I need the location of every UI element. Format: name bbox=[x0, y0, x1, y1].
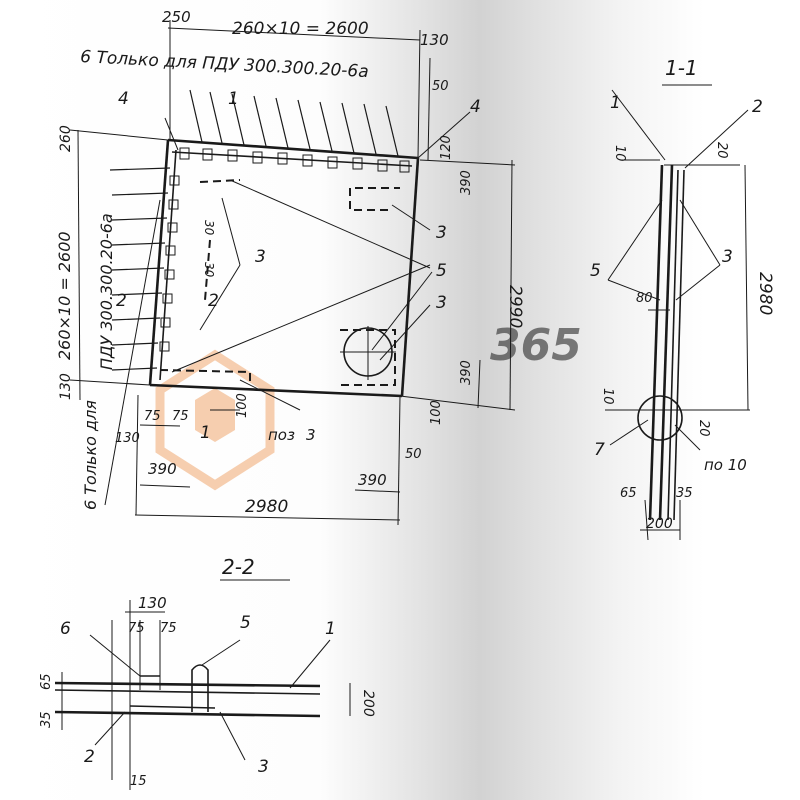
dim-30-a: 30 bbox=[202, 220, 216, 236]
section-2-callout-6: 6 bbox=[60, 619, 71, 639]
section-1-dim-35: 35 bbox=[676, 486, 693, 501]
dim-75-b: 75 bbox=[172, 409, 189, 424]
section-1-callout-1: 1 bbox=[610, 93, 621, 113]
dim-100-bottom: 100 bbox=[235, 393, 250, 418]
callout-5: 5 bbox=[436, 261, 447, 281]
dim-260-left: 260 bbox=[58, 125, 74, 152]
dim-130-bottom: 130 bbox=[115, 431, 140, 446]
section-1-dim-10-top: 10 bbox=[612, 145, 627, 162]
section-1-dim-10-mid: 10 bbox=[600, 388, 615, 405]
dim-75-a: 75 bbox=[144, 409, 161, 424]
section-2-dim-35: 35 bbox=[39, 711, 54, 728]
section-2-dim-130: 130 bbox=[138, 594, 167, 612]
section-2-left: 2 bbox=[116, 291, 127, 311]
section-2-dim-75-a: 75 bbox=[128, 621, 145, 636]
dim-390-bottom-left: 390 bbox=[148, 460, 177, 478]
watermark-text: 365 bbox=[490, 320, 582, 371]
callout-4-left: 4 bbox=[118, 89, 129, 109]
plan-view: 250 260×10 = 2600 130 50 6 Только для ПД… bbox=[55, 8, 525, 526]
section-1-dim-80: 80 bbox=[636, 291, 653, 306]
callout-4-right: 4 bbox=[470, 97, 481, 117]
hatching-top bbox=[189, 89, 399, 157]
section-2-callout-1: 1 bbox=[325, 619, 336, 639]
section-1-1: 1-1 1 2 10 20 5 3 80 2980 10 20 7 по 10 … bbox=[590, 56, 775, 541]
dim-390-right: 390 bbox=[459, 360, 474, 385]
dim-50-bottom: 50 bbox=[405, 447, 422, 462]
section-2-title: 2-2 bbox=[222, 555, 255, 579]
dim-100-right: 100 bbox=[429, 400, 444, 425]
label-poz: поз bbox=[268, 426, 295, 444]
section-2-2: 2-2 130 75 75 6 5 1 65 35 200 2 15 3 bbox=[39, 555, 376, 790]
loops-left bbox=[159, 175, 180, 352]
callout-3-poz: 3 bbox=[306, 426, 316, 444]
dim-top-spacing: 260×10 = 2600 bbox=[232, 19, 369, 39]
section-2-callout-2: 2 bbox=[84, 747, 95, 767]
dim-390-right-top: 390 bbox=[459, 170, 474, 195]
section-1-bottom: 1 bbox=[200, 423, 211, 443]
callout-3-c: 3 bbox=[436, 293, 447, 313]
dim-top-left: 250 bbox=[162, 8, 191, 26]
section-2-callout-5: 5 bbox=[240, 613, 251, 633]
section-1-callout-7: 7 bbox=[594, 440, 605, 460]
section-2-dim-75-b: 75 bbox=[160, 621, 177, 636]
dim-2990: 2990 bbox=[505, 285, 525, 328]
section-2-right: 2 bbox=[208, 291, 219, 311]
dim-2980: 2980 bbox=[245, 497, 288, 517]
loops-top bbox=[179, 147, 410, 173]
dim-30-b: 30 bbox=[202, 262, 216, 278]
callout-1-top: 1 bbox=[228, 89, 239, 109]
section-1-dim-200: 200 bbox=[646, 516, 673, 532]
watermark-logo: 365 bbox=[155, 320, 582, 491]
section-2-callout-3: 3 bbox=[258, 757, 269, 777]
note-left-pdu: ПДУ 300.300.20-6а bbox=[97, 213, 116, 370]
section-1-title: 1-1 bbox=[665, 56, 698, 80]
section-1-dim-20-top: 20 bbox=[714, 142, 729, 159]
dim-130-left: 130 bbox=[58, 373, 74, 400]
section-1-callout-5: 5 bbox=[590, 261, 601, 281]
note-top: 6 Только для ПДУ 300.300.20-6а bbox=[80, 47, 369, 82]
section-1-label-po10: по 10 bbox=[704, 456, 747, 474]
section-2-dim-15: 15 bbox=[130, 774, 147, 789]
section-1-callout-2: 2 bbox=[752, 97, 763, 117]
dim-left-spacing: 260×10 = 2600 bbox=[55, 231, 74, 360]
dim-50-top: 50 bbox=[432, 79, 449, 94]
section-1-dim-2980: 2980 bbox=[755, 272, 775, 315]
dim-120: 120 bbox=[439, 135, 454, 160]
hatching-left bbox=[109, 167, 171, 371]
note-left-bottom: 6 Только для bbox=[81, 400, 100, 510]
section-1-dim-20-right: 20 bbox=[696, 420, 711, 437]
callout-3-a: 3 bbox=[436, 223, 447, 243]
section-2-dim-65: 65 bbox=[39, 673, 54, 690]
section-2-dim-200: 200 bbox=[360, 690, 376, 717]
section-1-dim-65: 65 bbox=[620, 486, 637, 501]
callout-3-b: 3 bbox=[255, 247, 266, 267]
dim-390-bottom-right: 390 bbox=[358, 471, 387, 489]
section-1-callout-3: 3 bbox=[722, 247, 733, 267]
dim-top-right: 130 bbox=[420, 31, 449, 49]
